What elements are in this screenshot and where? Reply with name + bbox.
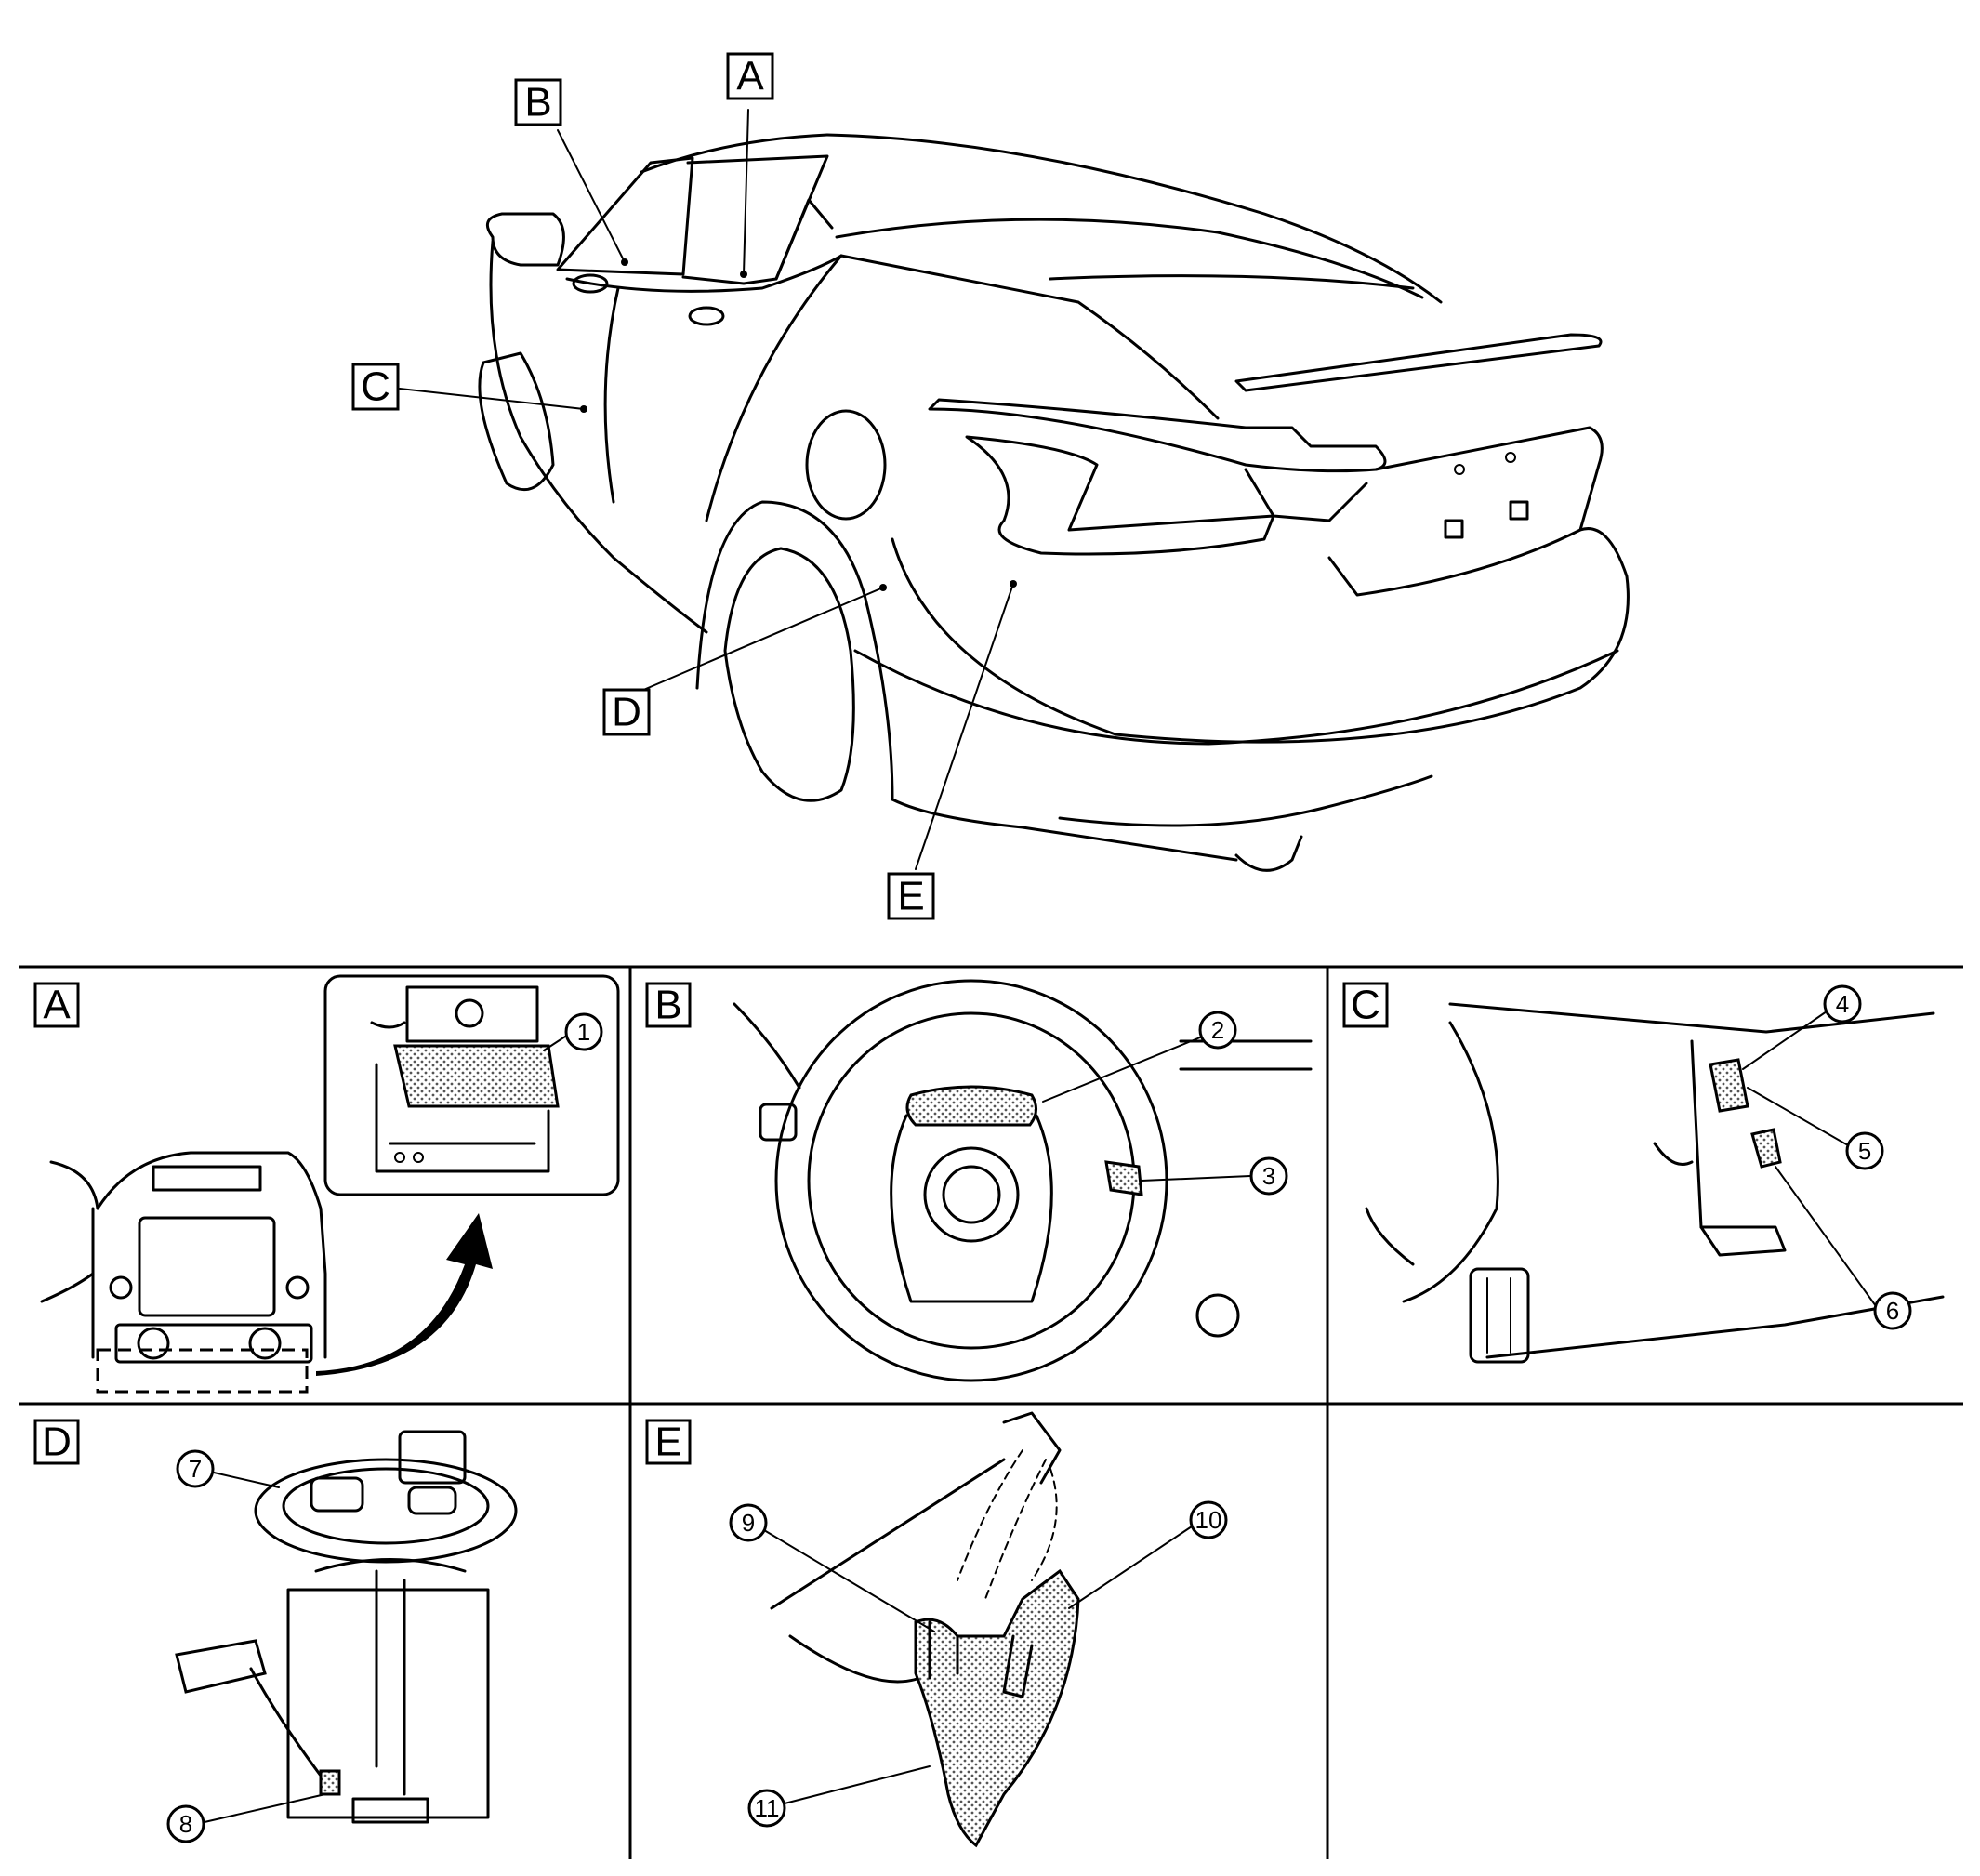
- main-callout-E: E: [887, 872, 935, 920]
- panel-C-label: C: [1351, 983, 1380, 1028]
- num-11: 11: [755, 1794, 780, 1822]
- main-leader-lines: [399, 109, 1017, 870]
- panel-B: B 2 3: [645, 979, 1313, 1382]
- num-3: 3: [1262, 1162, 1275, 1190]
- num-7: 7: [189, 1455, 202, 1483]
- main-callout-C-text: C: [361, 364, 390, 410]
- panel-A: A 1: [33, 974, 620, 1394]
- num-1: 1: [577, 1018, 590, 1046]
- num-2: 2: [1211, 1016, 1224, 1044]
- panel-D-label: D: [42, 1420, 72, 1465]
- num-6: 6: [1886, 1297, 1899, 1325]
- main-callout-C: C: [351, 363, 400, 411]
- panel-D: D 7 8: [33, 1419, 518, 1843]
- panel-grid: [19, 965, 1963, 1859]
- num-8: 8: [179, 1810, 192, 1838]
- num-9: 9: [742, 1509, 755, 1537]
- num-4: 4: [1836, 990, 1849, 1018]
- main-callout-D-text: D: [612, 690, 641, 735]
- main-callout-A-text: A: [736, 54, 764, 99]
- main-callout-B-text: B: [524, 80, 551, 126]
- panel-A-label: A: [43, 983, 71, 1028]
- panel-C: C 4 5 6: [1342, 982, 1945, 1364]
- panel-B-label: B: [654, 983, 681, 1028]
- panel-E-label: E: [654, 1420, 681, 1465]
- main-callout-D: D: [602, 688, 651, 736]
- main-callout-A: A: [726, 52, 774, 100]
- main-callout-E-text: E: [897, 874, 924, 919]
- panel-E: E 9 10 11: [645, 1411, 1228, 1848]
- car-rear-three-quarter-view: [478, 133, 1630, 872]
- num-10: 10: [1195, 1506, 1222, 1534]
- main-callout-B: B: [514, 78, 562, 126]
- num-5: 5: [1858, 1137, 1871, 1165]
